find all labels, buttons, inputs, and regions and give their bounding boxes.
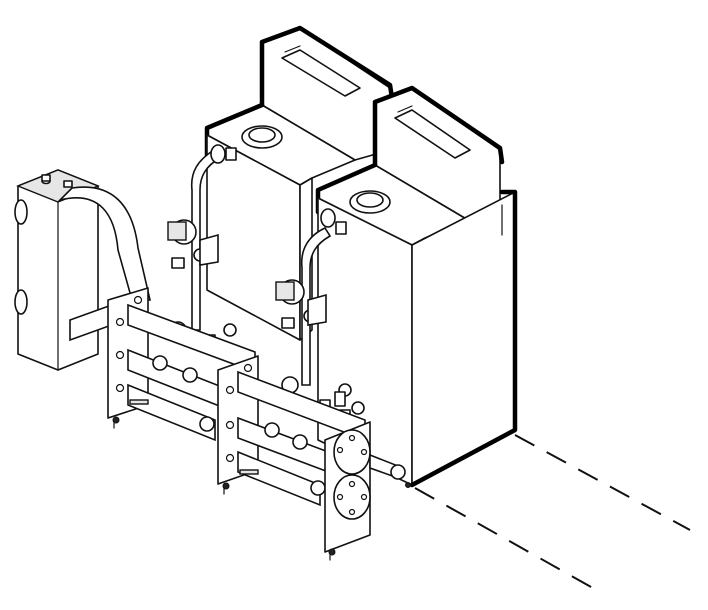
air-vent-valve-1 [210, 144, 226, 164]
blanking-flange-lower [333, 474, 371, 520]
header-manifold-2 [217, 355, 411, 561]
hydraulic-separator [14, 169, 152, 371]
floor-guide-lines [414, 434, 691, 593]
air-vent-valve-2 [320, 208, 336, 228]
boiler-unit-2 [275, 85, 518, 488]
blanking-flange-upper [333, 429, 371, 475]
